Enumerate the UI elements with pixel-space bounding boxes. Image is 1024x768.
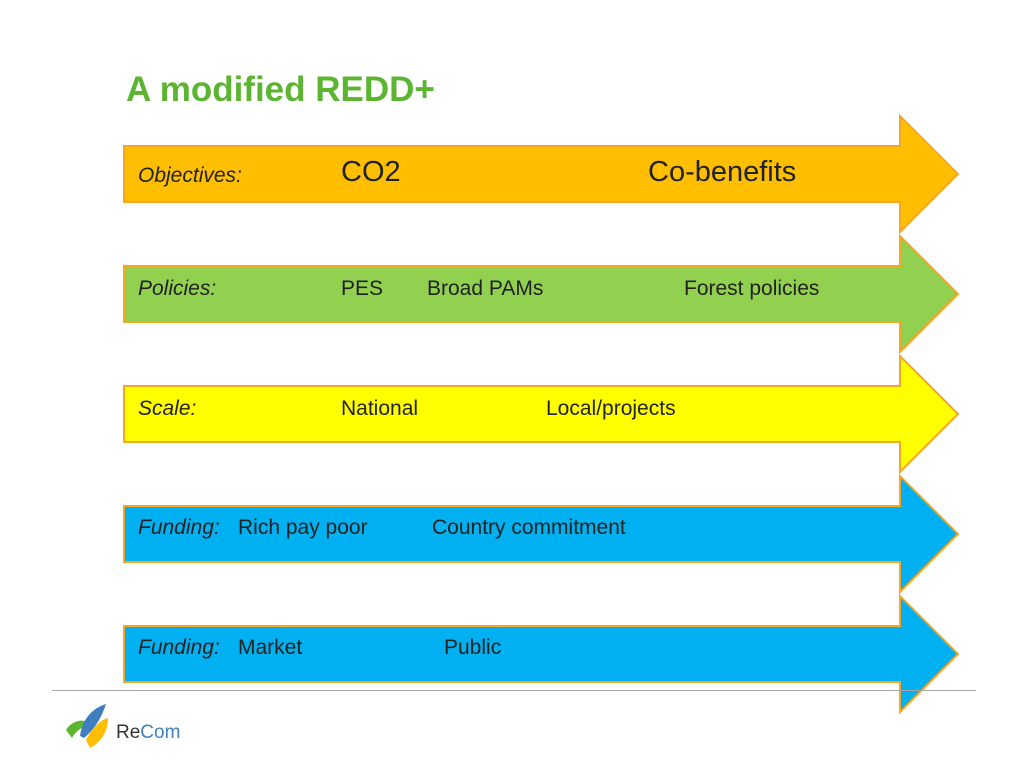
footer-divider: [52, 690, 976, 691]
policies-item-forest-policies: Forest policies: [684, 277, 820, 300]
policies-label: Policies:: [138, 277, 217, 300]
recom-leaf-logo-icon: [66, 704, 108, 748]
funding-item-market: Market: [238, 636, 303, 659]
funding-item-rich-pay-poor: Rich pay poor: [238, 516, 368, 539]
objectives-arrow: [123, 113, 960, 235]
logo-text-com: Com: [140, 722, 181, 743]
recom-logo-text: ReCom: [116, 722, 180, 744]
logo-text-re: Re: [116, 722, 141, 743]
scale-item-national: National: [341, 397, 419, 420]
objectives-item-co-benefits: Co-benefits: [648, 156, 797, 188]
funding-label-2: Funding:: [138, 636, 220, 659]
policies-item-broad-pams: Broad PAMs: [427, 277, 544, 300]
funding-arrow-1: [123, 473, 960, 595]
funding-item-public: Public: [444, 636, 502, 659]
scale-label: Scale:: [138, 397, 197, 420]
objectives-label: Objectives:: [138, 164, 242, 187]
slide-title: A modified REDD+: [126, 70, 435, 109]
funding-item-country-commitment: Country commitment: [432, 516, 626, 539]
policies-item-pes: PES: [341, 277, 384, 300]
funding-label-1: Funding:: [138, 516, 220, 539]
scale-arrow: [123, 353, 960, 475]
policies-arrow: [123, 233, 960, 355]
scale-item-local-projects: Local/projects: [546, 397, 676, 420]
objectives-item-co2: CO2: [341, 156, 401, 188]
funding-arrow-2: [123, 593, 960, 715]
